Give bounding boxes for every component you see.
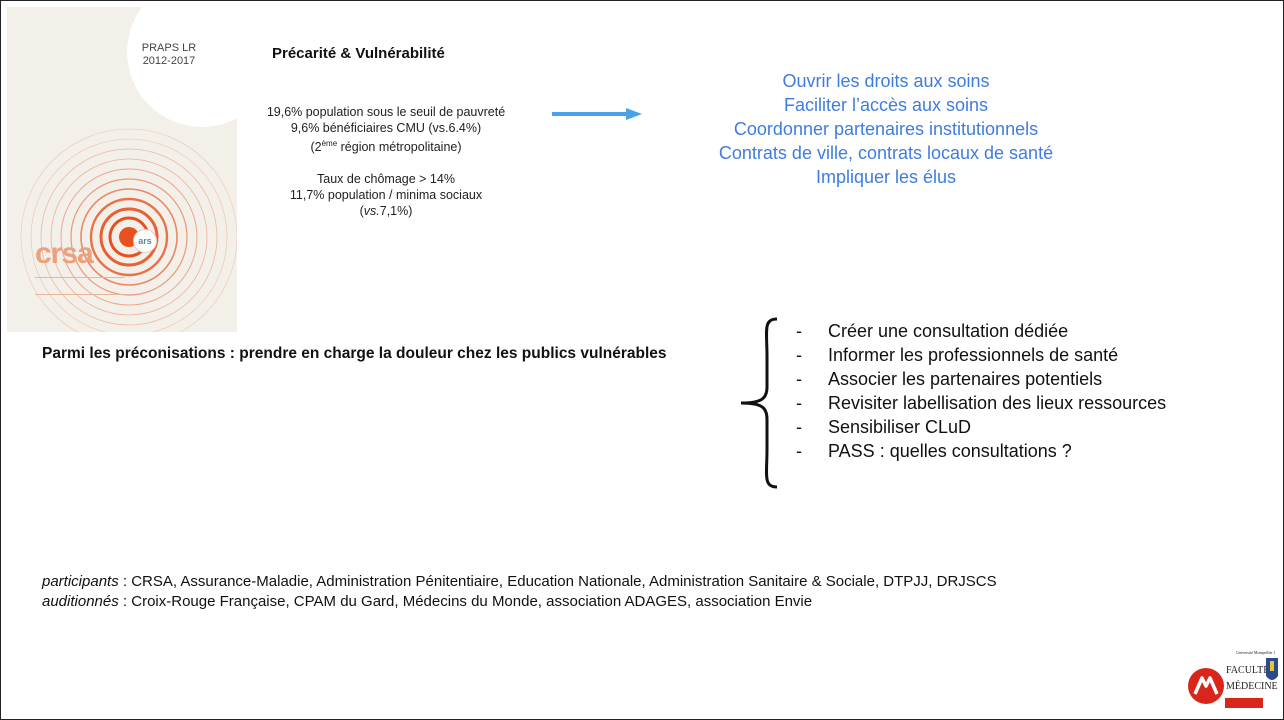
preconisation-statement: Parmi les préconisations : prendre en ch…	[42, 345, 667, 362]
action-item: -Revisiter labellisation des lieux resso…	[796, 393, 1167, 413]
svg-text:Université Montpellier 1: Université Montpellier 1	[1236, 650, 1276, 655]
stats-block: 19,6% population sous le seuil de pauvre…	[251, 104, 521, 219]
stat-region-rank: (2ème région métropolitaine)	[310, 139, 462, 155]
action-item: -Sensibiliser CLuD	[796, 417, 972, 437]
objective-item: Ouvrir les droits aux soins	[782, 71, 990, 91]
stat-cmu: 9,6% bénéficiaires CMU (vs.6.4%)	[290, 121, 482, 135]
objective-item: Impliquer les élus	[815, 167, 957, 187]
auditionnes-line: auditionnés : Croix-Rouge Française, CPA…	[42, 593, 813, 610]
stat-minima-sociaux: 11,7% population / minima sociaux	[289, 188, 483, 203]
section-title: Précarité & Vulnérabilité	[272, 45, 445, 62]
right-arrow-icon	[552, 108, 642, 120]
actions-list: -Créer une consultation dédiée -Informer…	[796, 319, 1166, 463]
crsa-logo-text: crsa	[35, 237, 94, 270]
faculte-medecine-logo: Université Montpellier 1 FACULTÉ MÉDECIN…	[1188, 650, 1278, 708]
stat-poverty: 19,6% population sous le seuil de pauvre…	[266, 105, 506, 119]
objective-item: Contrats de ville, contrats locaux de sa…	[718, 143, 1054, 163]
stat-minima-comparison: (vs.7,1%)	[359, 204, 413, 219]
action-item: -Informer les professionnels de santé	[796, 345, 1119, 365]
objective-item: Faciliter l’accès aux soins	[783, 95, 989, 115]
action-item: -Créer une consultation dédiée	[796, 321, 1069, 341]
cover-label-line2: 2012-2017	[142, 55, 196, 67]
objective-item: Coordonner partenaires institutionnels	[733, 119, 1039, 139]
action-item: -PASS : quelles consultations ?	[796, 441, 1072, 461]
stat-unemployment: Taux de chômage > 14%	[317, 172, 455, 187]
svg-text:FACULTÉ: FACULTÉ	[1226, 664, 1269, 676]
ars-logo-badge: ars	[133, 229, 157, 253]
svg-text:MÉDECINE: MÉDECINE	[1226, 680, 1278, 692]
praps-cover-image: PRAPS LR 2012-2017 crsa ars	[7, 7, 237, 332]
participants-line: participants : CRSA, Assurance-Maladie, …	[42, 573, 997, 590]
objectives-list: Ouvrir les droits aux soins Faciliter l’…	[651, 69, 1121, 189]
curly-brace	[740, 317, 778, 489]
cover-label: PRAPS LR 2012-2017	[135, 42, 203, 68]
participants-block: participants : CRSA, Assurance-Maladie, …	[42, 572, 997, 612]
cover-label-line1: PRAPS LR	[141, 42, 197, 54]
cover-subtitle-block	[35, 277, 125, 295]
action-item: -Associer les partenaires potentiels	[796, 369, 1103, 389]
